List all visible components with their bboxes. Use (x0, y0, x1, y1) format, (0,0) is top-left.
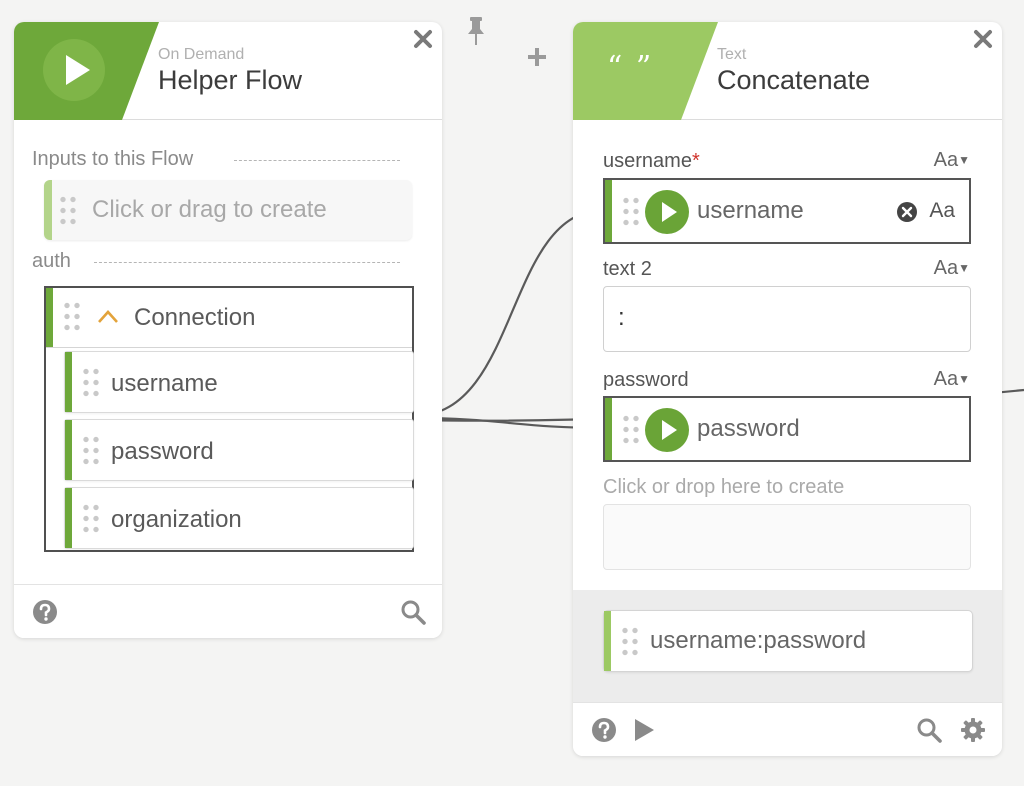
drag-handle-icon[interactable] (58, 194, 78, 226)
input-label-password: password (603, 369, 689, 391)
pin-icon[interactable] (466, 16, 486, 46)
output-value: username:password (650, 627, 867, 654)
search-icon[interactable] (916, 717, 942, 743)
inputs-section-label: Inputs to this Flow (32, 148, 194, 170)
play-icon (645, 408, 689, 452)
input-field-password[interactable]: password (603, 396, 971, 462)
accent-bar (604, 611, 611, 671)
connection-field-password[interactable]: password (64, 419, 414, 481)
type-toggle-username[interactable]: Aa▼ (933, 149, 970, 171)
accent-bar (44, 180, 52, 240)
field-value: password (697, 415, 800, 442)
concatenate-header: “ ” Text Concatenate (573, 22, 1002, 120)
drag-handle-icon[interactable] (621, 413, 641, 445)
create-input-text: Click or drag to create (92, 196, 327, 223)
drag-handle-icon[interactable] (81, 434, 101, 466)
search-icon[interactable] (400, 599, 426, 625)
connection-label: Connection (134, 304, 256, 331)
drag-handle-icon[interactable] (81, 366, 101, 398)
field-value: : (618, 304, 625, 331)
helper-flow-card: On Demand Helper Flow Inputs to this Flo… (14, 22, 442, 638)
concatenate-footer (573, 702, 1002, 756)
input-label-text-2: text 2 (603, 258, 652, 280)
accent-bar (65, 488, 72, 548)
accent-bar (46, 288, 53, 347)
drag-handle-icon[interactable] (81, 502, 101, 534)
helper-flow-footer (14, 584, 442, 638)
value-type-label[interactable]: Aa (929, 199, 955, 222)
accent-bar (605, 180, 612, 242)
helper-flow-header: On Demand Helper Flow (14, 22, 442, 120)
field-label: username (111, 370, 218, 397)
drag-handle-icon[interactable] (621, 195, 641, 227)
create-input-placeholder[interactable]: Click or drag to create (44, 180, 412, 240)
run-icon[interactable] (631, 717, 657, 743)
field-label: password (111, 438, 214, 465)
input-label-username: username* (603, 150, 700, 172)
auth-section-label: auth (32, 250, 71, 272)
type-toggle-text-2[interactable]: Aa▼ (933, 257, 970, 279)
flow-title: Helper Flow (158, 65, 303, 95)
plus-icon[interactable] (526, 46, 548, 68)
connection-group: Connection username password organizatio… (44, 286, 414, 552)
connection-field-username[interactable]: username (64, 351, 414, 413)
clear-icon[interactable] (897, 202, 917, 222)
help-icon[interactable] (32, 599, 58, 625)
connection-header[interactable]: Connection (46, 288, 412, 348)
output-area: username:password (573, 590, 1002, 702)
drop-hint-text: Click or drop here to create (603, 476, 845, 498)
required-marker: * (691, 150, 700, 172)
chevron-up-icon[interactable] (96, 308, 120, 324)
gear-icon[interactable] (960, 717, 986, 743)
flow-badge (14, 22, 159, 120)
type-toggle-password[interactable]: Aa▼ (933, 368, 970, 390)
drag-handle-icon[interactable] (620, 625, 640, 657)
section-divider (94, 262, 400, 263)
field-label: organization (111, 506, 242, 533)
accent-bar (65, 352, 72, 412)
text-badge: “ ” (573, 22, 718, 120)
accent-bar (65, 420, 72, 480)
field-value: username (697, 197, 804, 224)
accent-bar (605, 398, 612, 460)
concatenate-card: “ ” Text Concatenate username* Aa▼ usern… (573, 22, 1002, 756)
drag-handle-icon[interactable] (62, 300, 82, 332)
flow-type-label: On Demand (158, 46, 245, 63)
node-title: Concatenate (717, 65, 871, 95)
input-field-text-2[interactable]: : (603, 286, 971, 352)
play-icon (645, 190, 689, 234)
close-icon[interactable] (412, 28, 434, 50)
new-input-dropzone[interactable] (603, 504, 971, 570)
close-icon[interactable] (972, 28, 994, 50)
help-icon[interactable] (591, 717, 617, 743)
section-divider (234, 160, 400, 161)
input-field-username[interactable]: username Aa (603, 178, 971, 244)
node-type-label: Text (717, 46, 747, 63)
quote-icon: “ ” (607, 50, 654, 85)
output-field[interactable]: username:password (603, 610, 973, 672)
connection-field-organization[interactable]: organization (64, 487, 414, 549)
